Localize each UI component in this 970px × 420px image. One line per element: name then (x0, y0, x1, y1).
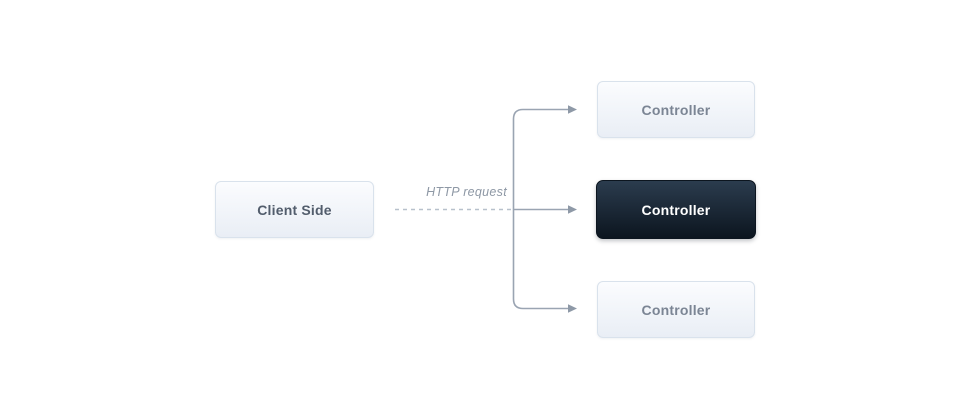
http-request-label: HTTP request (426, 185, 507, 199)
client-side-label: Client Side (257, 201, 332, 218)
arrowhead-top-icon (568, 105, 577, 114)
controller-top-label: Controller (641, 101, 711, 118)
branch-trunk-edge (512, 108, 568, 310)
controller-node-top: Controller (597, 81, 755, 138)
controller-node-middle: Controller (596, 180, 756, 239)
controller-node-bottom: Controller (597, 281, 755, 338)
arrowhead-bottom-icon (568, 304, 577, 313)
client-side-node: Client Side (215, 181, 374, 238)
controller-bottom-label: Controller (641, 301, 711, 318)
arrowhead-middle-icon (568, 205, 577, 214)
controller-middle-label: Controller (641, 201, 711, 218)
